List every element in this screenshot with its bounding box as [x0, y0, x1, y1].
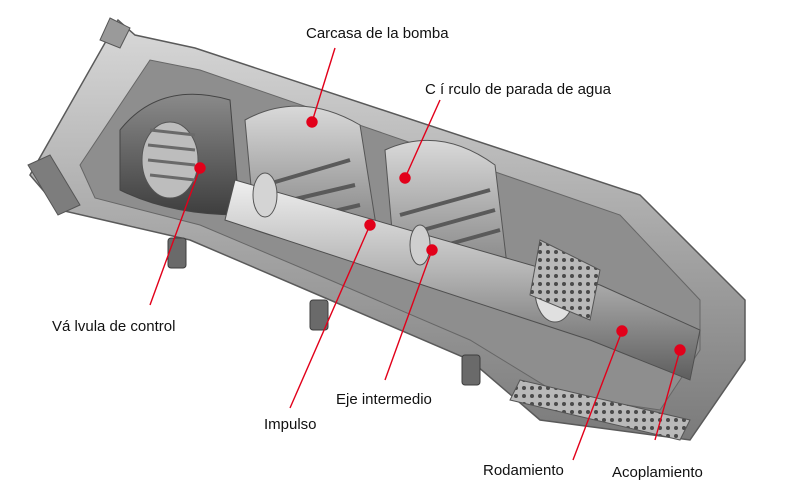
- label-acoplamiento: Acoplamiento: [612, 464, 703, 481]
- label-eje: Eje intermedio: [336, 391, 432, 408]
- label-valvula: Vá lvula de control: [52, 318, 176, 335]
- label-circulo: C í rculo de parada de agua: [425, 81, 611, 98]
- bearing-screen: [509, 239, 691, 441]
- flange-bolts: [167, 237, 481, 386]
- label-impulso: Impulso: [264, 416, 317, 433]
- label-carcasa: Carcasa de la bomba: [306, 25, 449, 42]
- leader-lines: [149, 47, 686, 461]
- label-rodamiento: Rodamiento: [483, 462, 564, 479]
